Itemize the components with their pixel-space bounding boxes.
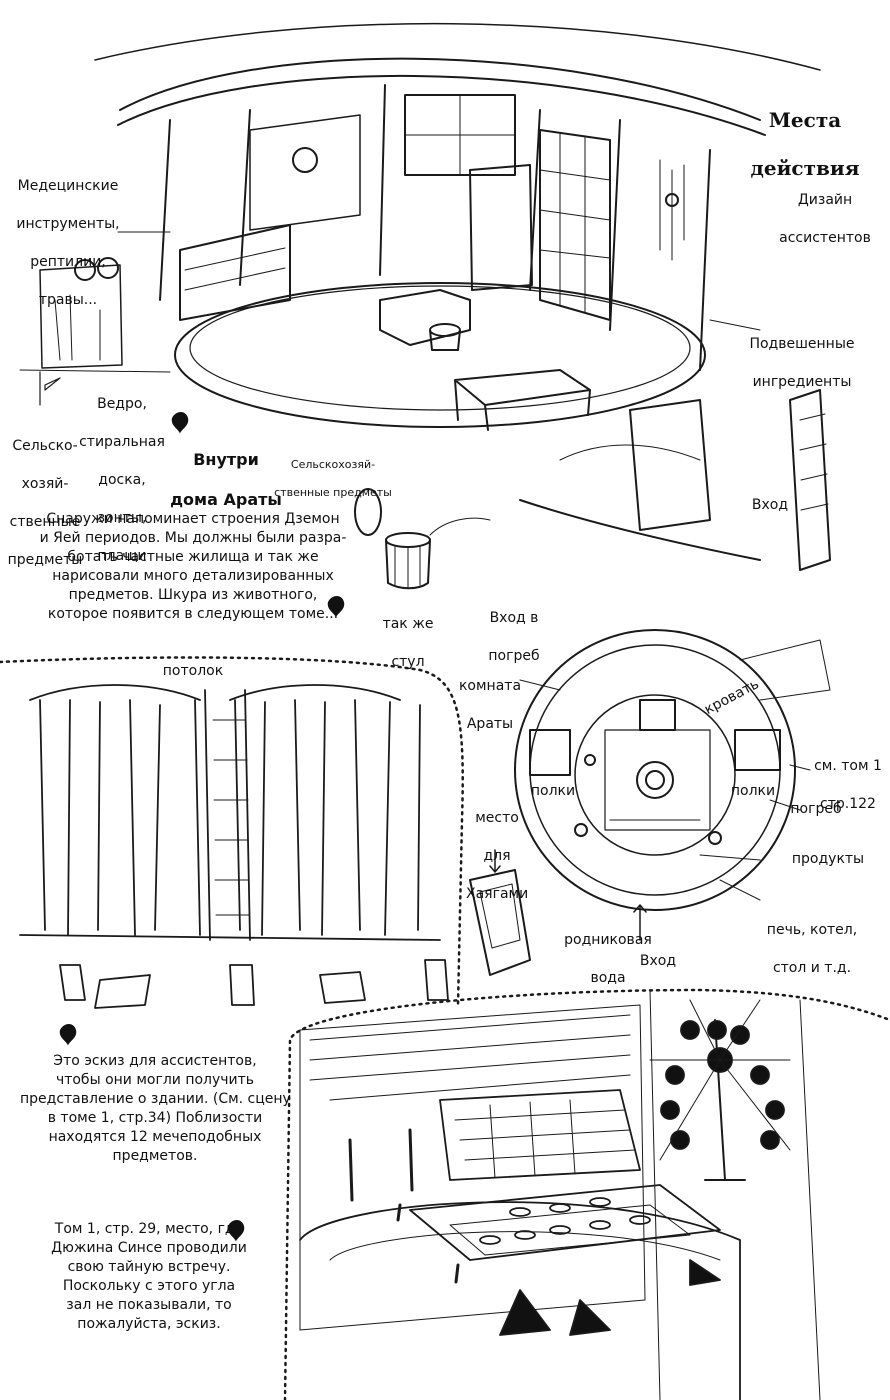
label-line: вода [590, 970, 626, 986]
label-line: травы... [38, 292, 98, 308]
label-line: стр.122 [820, 796, 876, 812]
label-line: Внутри [193, 450, 259, 469]
label-line: для [483, 848, 511, 864]
label-line: комната [458, 678, 522, 694]
label-line: Сельско- [12, 438, 78, 454]
note-line: свою тайную встречу. [67, 1259, 231, 1275]
label-line: ственные предметы [274, 486, 392, 499]
label-line: Араты [466, 716, 514, 732]
ceiling-curtains-drawing [19, 684, 449, 1009]
label-shelves-left: полки [530, 783, 576, 799]
label-entrance-plan: Вход [639, 953, 677, 969]
ceiling-panel-border [0, 656, 464, 1007]
label-line: родниковая [564, 932, 652, 948]
meeting-hall-drawing [299, 989, 821, 1400]
label-line: ассистентов [779, 230, 871, 246]
label-line: Хаягами [466, 886, 529, 902]
label-hayagami-place: место для Хаягами [466, 790, 528, 923]
label-line: Вход в [489, 610, 539, 626]
label-see-volume: см. том 1 стр.122 [806, 738, 890, 833]
label-cellar: погреб [790, 801, 842, 817]
label-line: см. том 1 [814, 758, 882, 774]
label-spring-water: родниковая вода [556, 912, 660, 1007]
note-line: нарисовали много детализированных [52, 568, 334, 584]
note-line: находятся 12 мечеподобных [48, 1129, 262, 1145]
label-line: Подвешенные [749, 336, 855, 352]
label-cellar-entrance: Вход в погреб [474, 590, 554, 685]
note-line: Снаружи напоминает строения Дземон [46, 511, 340, 527]
note-line: пожалуйста, эскиз. [77, 1316, 221, 1332]
note-line: чтобы они могли получить [55, 1072, 255, 1088]
label-line: так же [382, 616, 434, 632]
label-line: доска, [98, 472, 146, 488]
page-title-line-1: Места [768, 108, 842, 132]
page-title-line-2: действия [750, 156, 860, 180]
label-line: ственные [9, 514, 81, 530]
label-line: Дизайн [797, 192, 853, 208]
label-inside-arata-house: Внутри дома Араты [166, 430, 286, 530]
label-line: зонты, [97, 510, 147, 526]
note-line: Том 1, стр. 29, место, где [54, 1221, 244, 1237]
note-secret-meeting: Том 1, стр. 29, место, где Дюжина Синсе … [24, 1220, 274, 1334]
label-farm-items-left: Сельско- хозяй- ственные предметы [2, 418, 88, 589]
note-outside-description: Снаружи напоминает строения Дземон и Яей… [28, 510, 358, 624]
label-assistant-design: Дизайн ассистентов [770, 172, 880, 267]
label-line: рептилии, [30, 254, 106, 270]
label-line: инструменты, [16, 216, 120, 232]
floor-plan-drawing [469, 629, 831, 976]
note-line: предметов. Шкура из животного, [68, 587, 318, 603]
label-line: Сельскохозяй- [290, 458, 376, 471]
label-line: ингредиенты [752, 374, 852, 390]
label-shelves-right: полки [730, 783, 776, 799]
label-ceiling: потолок [162, 663, 224, 679]
label-bucket-washboard: Ведро, стиральная доска, зонты, плащи [72, 376, 172, 585]
note-line: зал не показывали, то [66, 1297, 232, 1313]
note-assistant-sketch: Это эскиз для ассистентов, чтобы они мог… [20, 1052, 291, 1166]
note-line: и Яей периодов. Мы должны были разра- [39, 530, 347, 546]
note-line: в томе 1, стр.34) Поблизости [47, 1110, 263, 1126]
note-line: представление о здании. (См. сцену [20, 1091, 291, 1107]
page-title: Места действия [745, 84, 865, 204]
note-markers [59, 412, 345, 1242]
note-line: предметов. [112, 1148, 198, 1164]
label-products: продукты [791, 851, 865, 867]
label-farm-items-small: Сельскохозяй- ственные предметы [268, 444, 398, 514]
label-arata-room: комната Араты [450, 658, 530, 753]
note-line: Поскольку с этого угла [62, 1278, 236, 1294]
label-medical-tools: Медецинские инструменты, рептилии, травы… [8, 158, 128, 329]
label-line: плащи [97, 548, 147, 564]
label-entrance: Вход [751, 497, 789, 513]
note-line: ботать частные жилища и так же [67, 549, 319, 565]
label-line: хозяй- [21, 476, 69, 492]
label-line: место [475, 810, 519, 826]
label-hanging-ingredients: Подвешенные ингредиенты [738, 316, 866, 411]
label-line: стол и т.д. [772, 960, 852, 976]
note-line: которое появится в следующем томе... [47, 606, 339, 622]
house-interior-drawing [19, 22, 831, 590]
hall-panel-border [283, 988, 890, 1400]
label-line: стиральная [79, 434, 165, 450]
note-line: Это эскиз для ассистентов, [53, 1053, 257, 1069]
label-line: предметы [7, 552, 83, 568]
label-stove: печь, котел, стол и т.д. [758, 902, 866, 997]
label-line: дома Араты [170, 490, 282, 509]
label-line: печь, котел, [766, 922, 858, 938]
note-line: Дюжина Синсе проводили [51, 1240, 247, 1256]
sword-ornament [649, 999, 791, 1181]
label-line: Медецинские [17, 178, 119, 194]
label-line: стул [391, 654, 425, 670]
label-line: погреб [488, 648, 540, 664]
label-stool: так же стул [368, 596, 448, 691]
label-line: Ведро, [97, 396, 147, 412]
